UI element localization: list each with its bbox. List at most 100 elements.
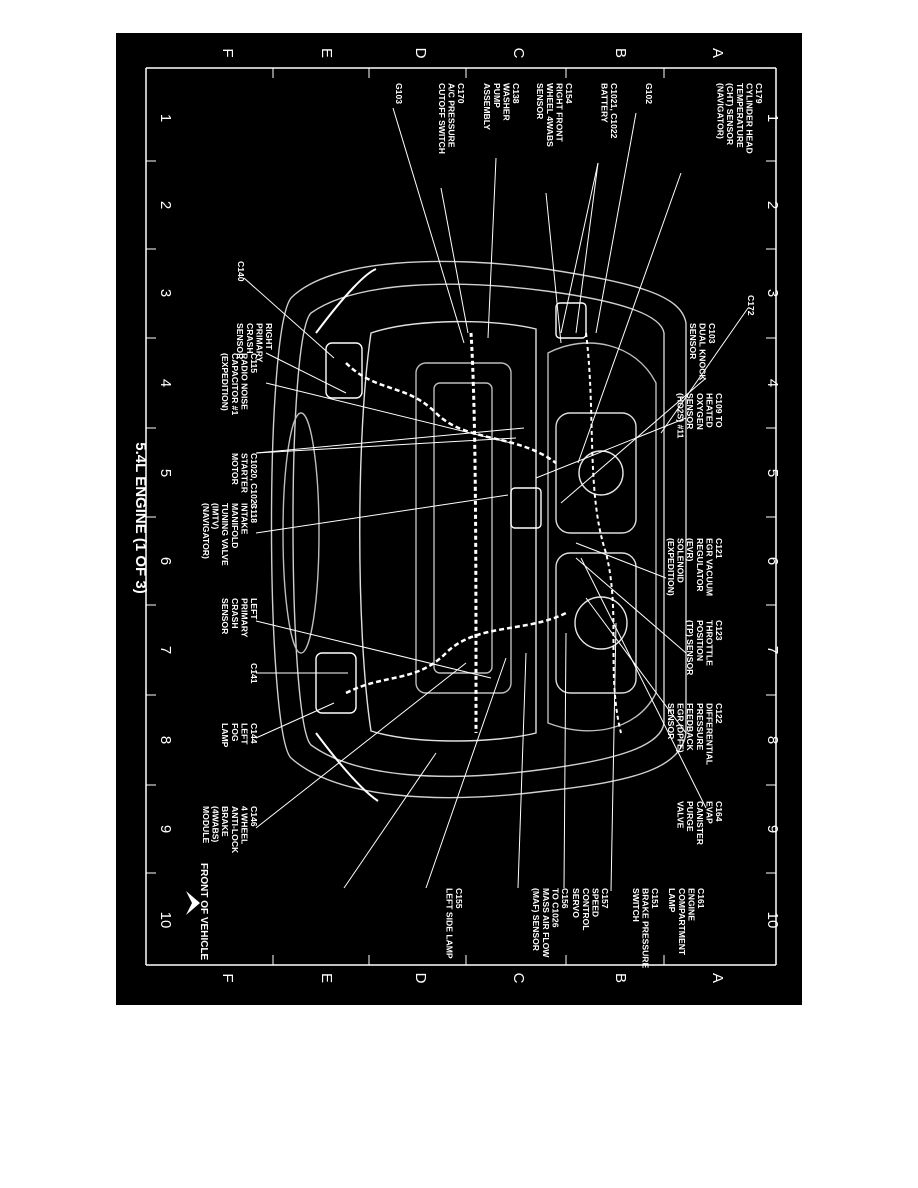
row-letter: A [709, 48, 726, 58]
callout-line: G103 [394, 83, 404, 104]
row-letter: D [412, 48, 429, 59]
callout-line: (TP) SENSOR [685, 620, 695, 676]
callout-line: LAMP [220, 723, 230, 748]
row-letters-top: A B C D E F [219, 48, 726, 59]
callout-line: LAMP [667, 888, 677, 913]
callout-line: WASHER [501, 83, 511, 122]
callout-line: EGR (DPFE) [676, 703, 686, 753]
callout-line: C144 [249, 723, 259, 744]
callout-g103: G103 [394, 83, 404, 104]
row-letter: D [412, 973, 429, 984]
callout-line: CANISTER [695, 801, 705, 846]
row-letters-bottom: A B C D E F [219, 973, 726, 984]
callout-line: SWITCH [631, 888, 641, 922]
front-of-vehicle-label: FRONT OF VEHICLE [198, 863, 209, 961]
callout-c123: C123THROTTLEPOSITION(TP) SENSOR [685, 620, 724, 676]
callout-line: C172 [746, 295, 756, 316]
column-number: 4 [157, 379, 174, 387]
callout-c118: C118INTAKEMANIFOLDTUNING VALVE(IMTV)(NAV… [201, 503, 259, 566]
callout-line: (NAVIGATOR) [716, 83, 726, 139]
callout-line: POSITION [695, 620, 705, 661]
callout-c172: C172 [746, 295, 756, 316]
callout-line: C115 [249, 353, 259, 373]
callout-line: SERVO [571, 888, 581, 918]
column-numbers-left: 1 2 3 4 5 6 7 8 9 10 [157, 114, 174, 929]
callout-c121: C121EGR VACUUMREGULATOR(EVR)SOLENOID(EXP… [666, 538, 724, 596]
callout-c109: C109 TOHEATEDOXYGENSENSOR(HO2S) #11 [676, 393, 724, 439]
column-number: 5 [764, 469, 781, 477]
callout-line: (CHT) SENSOR [725, 83, 735, 146]
callout-line: TO C1026 [550, 888, 560, 928]
callout-line: C164 [714, 801, 724, 822]
callout-line: CUTOFF SWITCH [437, 83, 447, 154]
callout-c140: C140 [236, 261, 246, 282]
callout-line: SENSOR [685, 393, 695, 430]
column-number: 10 [764, 912, 781, 929]
callout-c1020: C1020, C1023STARTERMOTOR [230, 453, 259, 509]
callout-c103: C103DUAL KNOCKSENSOR [688, 323, 717, 381]
row-letter: A [709, 973, 726, 983]
callout-line: CAPACITOR #1 [230, 353, 240, 415]
callout-line: DIFFERENTIAL [704, 703, 714, 765]
callout-leader-lines [243, 107, 749, 892]
callout-c155: C155LEFT SIDE LAMP [444, 888, 464, 959]
column-number: 2 [764, 201, 781, 209]
callout-c138: C138WASHERPUMPASSEMBLY [482, 83, 521, 130]
callout-c161: C161ENGINECOMPARTMENTLAMP [667, 888, 706, 956]
callout-c157: C157SPEEDCONTROLSERVO [571, 888, 610, 931]
column-number: 5 [157, 469, 174, 477]
row-letter: B [612, 48, 629, 58]
callout-line: CRASH [245, 323, 255, 354]
callout-line: A/C PRESSURE [446, 83, 456, 148]
callout-line: CYLINDER HEAD [744, 83, 754, 154]
callout-lpcs: LEFTPRIMARYCRASHSENSOR [220, 598, 259, 638]
callout-line: SENSOR [535, 83, 545, 120]
callout-line: BRAKE [220, 806, 230, 837]
callout-line: 4 WHEEL [239, 806, 249, 844]
row-letter: B [612, 973, 629, 983]
column-number: 9 [764, 825, 781, 833]
callout-c156: C156TO C1026MASS AIR FLOW(MAF) SENSOR [531, 888, 570, 958]
callout-line: HEATED [704, 393, 714, 428]
callout-line: PRIMARY [254, 323, 264, 363]
callout-line: PURGE [685, 801, 695, 832]
callout-labels: C179CYLINDER HEADTEMPERATURE(CHT) SENSOR… [201, 83, 764, 968]
callout-c1021: C1021, C1022BATTERY [599, 83, 619, 139]
callout-line: RADIO NOISE [239, 353, 249, 410]
callout-c115: C115RADIO NOISECAPACITOR #1(EXPEDITION) [220, 353, 259, 415]
callout-line: TEMPERATURE [735, 83, 745, 148]
callout-line: C1020, C1023 [249, 453, 259, 509]
callout-c151: C151BRAKE PRESSURESWITCH [631, 888, 660, 968]
callout-line: EVAP [704, 801, 714, 824]
callout-c122: C122DIFFERENTIALPRESSUREFEEDBACKEGR (DPF… [666, 703, 724, 765]
callout-line: FEEDBACK [685, 703, 695, 752]
callout-line: (MAF) SENSOR [531, 888, 541, 952]
callout-line: (EXPEDITION) [666, 538, 676, 596]
callout-line: VALVE [676, 801, 686, 829]
column-number: 6 [157, 557, 174, 565]
callout-line: MOTOR [230, 453, 240, 486]
diagram-title: 5.4L ENGINE (1 OF 3) [132, 442, 149, 593]
callout-line: (EVR) [685, 538, 695, 562]
callout-line: C140 [236, 261, 246, 282]
callout-line: DUAL KNOCK [697, 323, 707, 381]
column-number: 2 [157, 201, 174, 209]
grid-tick-marks [146, 68, 776, 965]
callout-line: C118 [249, 503, 259, 523]
callout-line: CRASH [230, 598, 240, 629]
callout-c179: C179CYLINDER HEADTEMPERATURE(CHT) SENSOR… [716, 83, 764, 154]
engine-illustration [270, 260, 687, 802]
callout-line: C157 [600, 888, 610, 909]
callout-line: SENSOR [666, 703, 676, 740]
front-of-vehicle-indicator: FRONT OF VEHICLE [186, 863, 209, 961]
callout-line: LEFT [249, 598, 259, 620]
callout-line: REGULATOR [695, 538, 705, 592]
column-number: 6 [764, 557, 781, 565]
callout-line: LEFT SIDE LAMP [444, 888, 454, 959]
callout-line: C154 [564, 83, 574, 104]
column-number: 3 [764, 289, 781, 297]
callout-line: MANIFOLD [230, 503, 240, 548]
callout-line: (EXPEDITION) [220, 353, 230, 411]
callout-c164: C164EVAPCANISTERPURGEVALVE [676, 801, 724, 846]
diagram-sheet: 1 2 3 4 5 6 7 8 9 10 1 2 3 4 5 6 7 8 9 1… [116, 33, 802, 1005]
